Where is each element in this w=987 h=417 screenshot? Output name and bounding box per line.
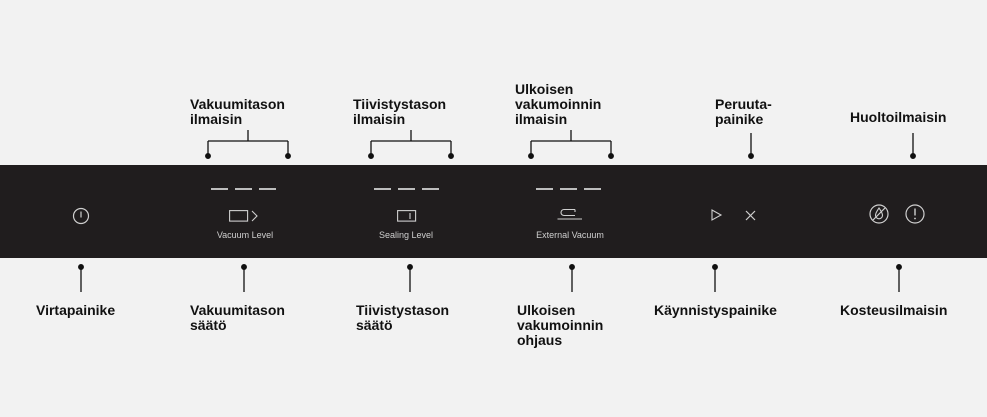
external-vacuum-label: External Vacuum <box>536 230 604 240</box>
sealing-control-callout: Tiivistystason säätö <box>356 302 450 333</box>
vacuum-level-icon[interactable] <box>229 210 261 222</box>
sealing-level-indicator <box>374 188 439 190</box>
service-indicator-callout: Huoltoilmaisin <box>850 109 947 125</box>
power-icon[interactable] <box>72 207 90 225</box>
external-indicator-callout: Ulkoisen vakumoinnin ilmaisin <box>515 81 602 127</box>
service-alert-icon <box>905 204 925 224</box>
sealing-indicator-callout: Tiivistystason ilmaisin <box>353 96 447 127</box>
vacuum-control-callout: Vakuumitason säätö <box>190 302 285 333</box>
external-control-callout: Ulkoisen vakumoinnin ohjaus <box>517 302 604 348</box>
sealing-level-label: Sealing Level <box>378 230 434 240</box>
external-vacuum-icon[interactable] <box>557 208 583 222</box>
vacuum-indicator-callout: Vakuumitason ilmaisin <box>190 96 285 127</box>
start-button-callout: Käynnistyspainike <box>654 302 777 318</box>
cancel-icon[interactable] <box>745 210 756 221</box>
vacuum-level-indicator <box>211 188 276 190</box>
moisture-icon <box>869 204 889 224</box>
moisture-indicator-callout: Kosteusilmaisin <box>840 302 948 318</box>
vacuum-level-label: Vacuum Level <box>216 230 274 240</box>
power-button-callout: Virtapainike <box>36 302 116 318</box>
cancel-button-callout: Peruuta- painike <box>715 96 772 127</box>
sealing-level-icon[interactable] <box>397 210 417 222</box>
play-icon[interactable] <box>711 209 723 221</box>
external-vacuum-indicator <box>536 188 601 190</box>
control-panel: Vacuum Level Sealing Level External Vacu… <box>0 165 987 258</box>
